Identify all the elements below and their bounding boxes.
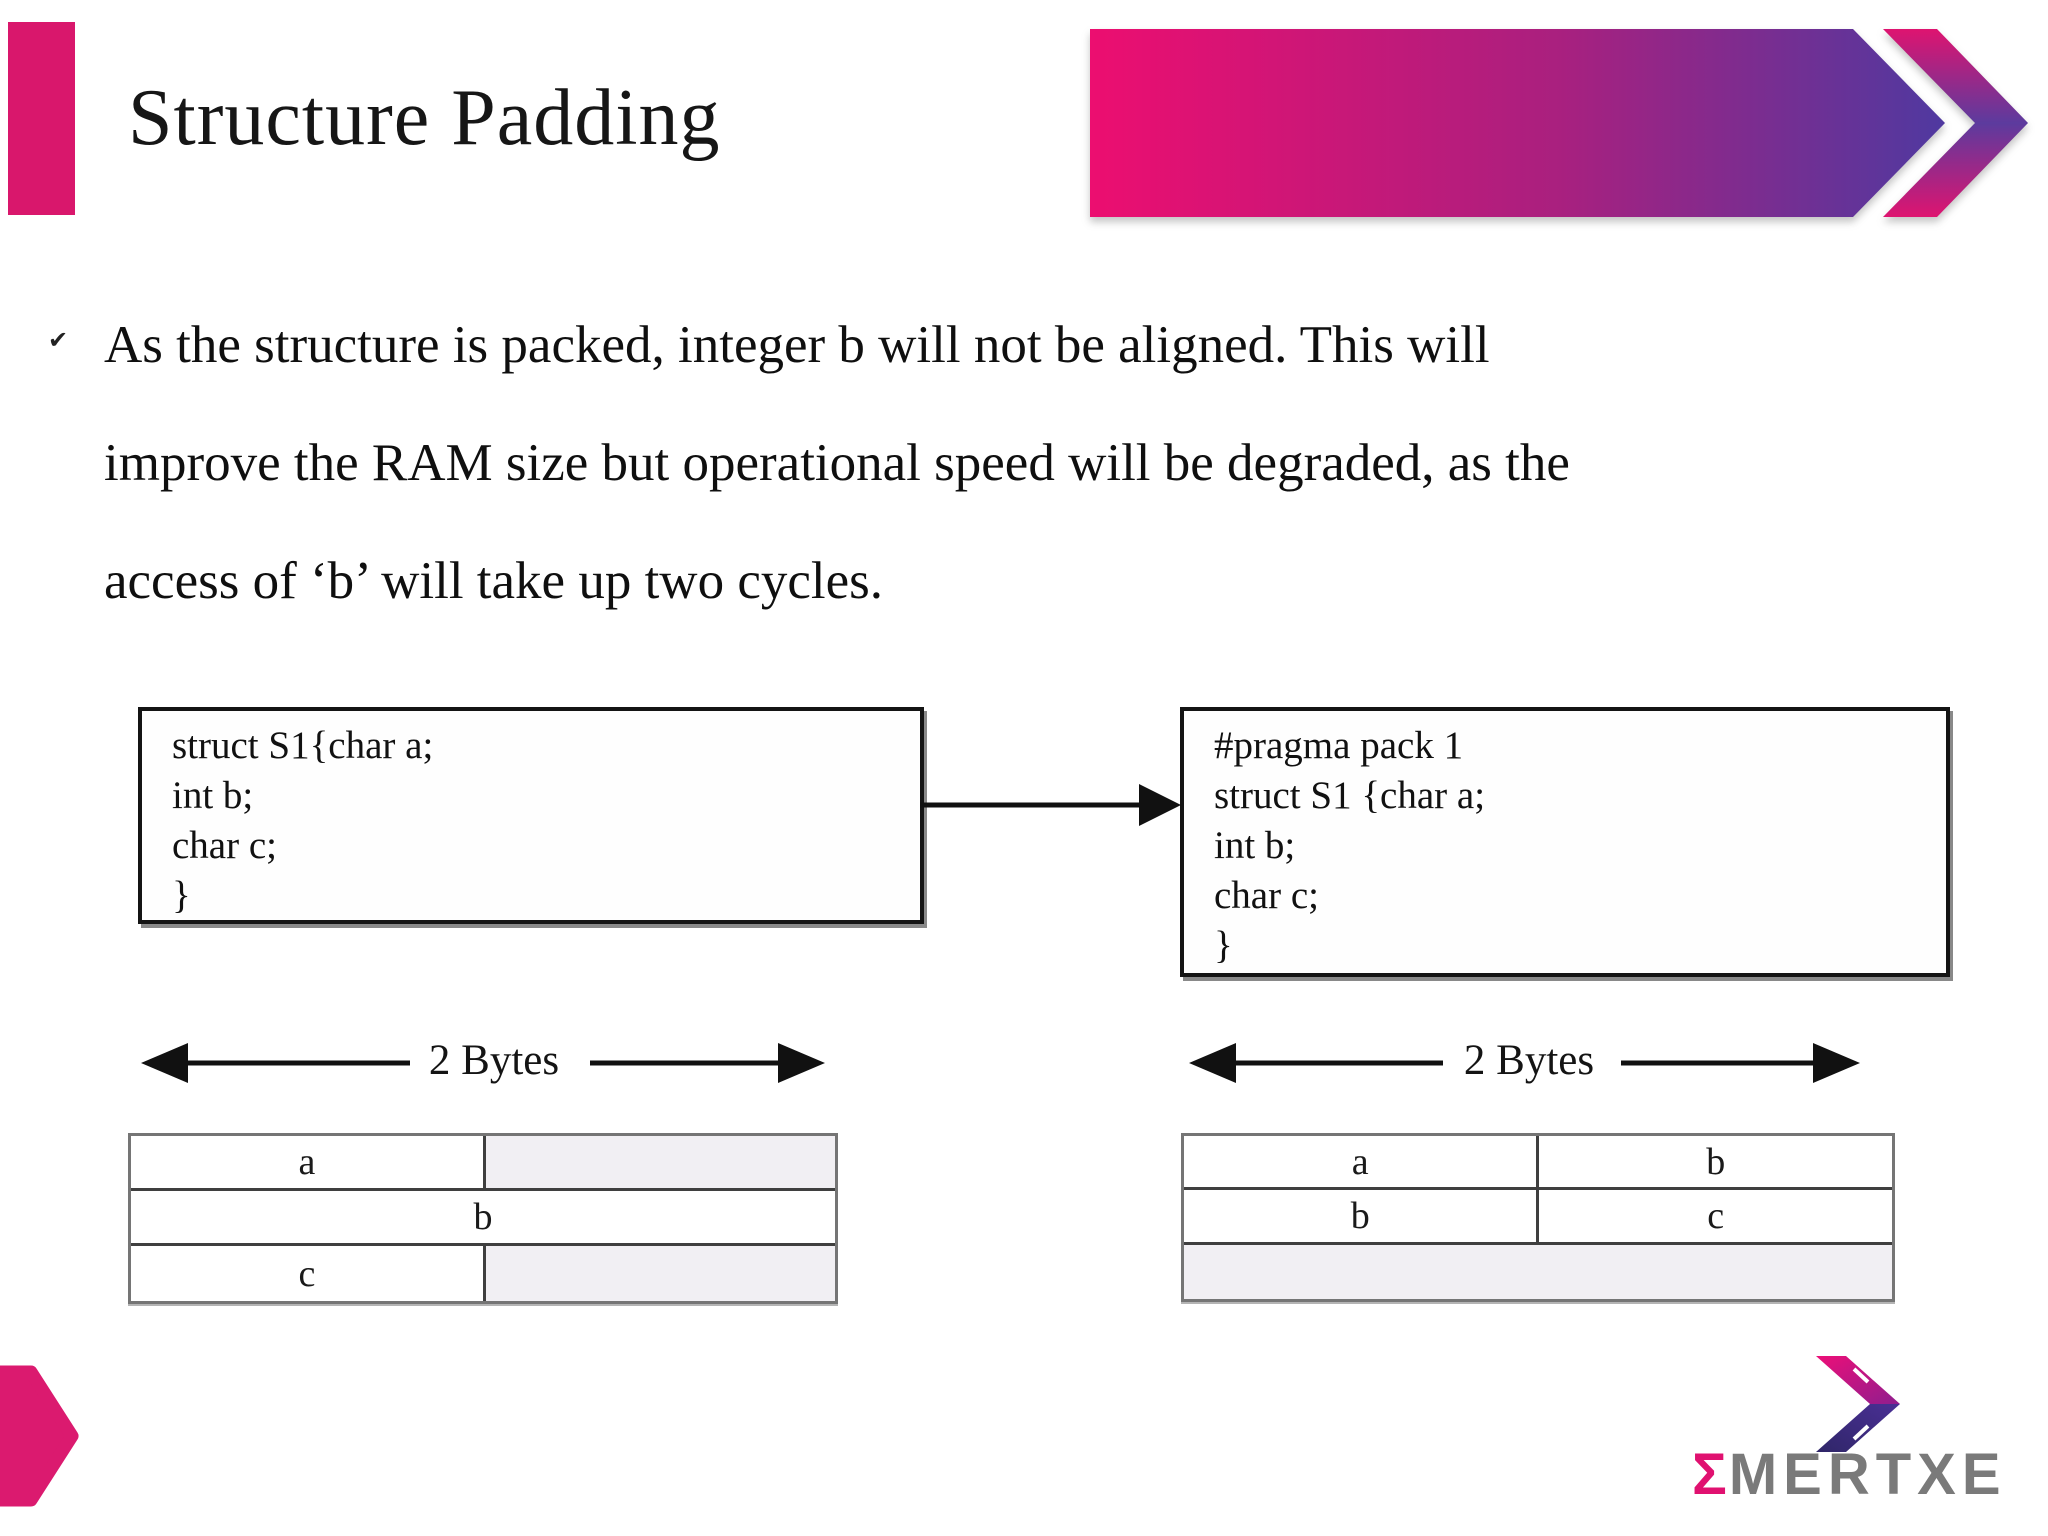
dimension-arrow-right: 2 Bytes [1189,1037,1860,1084]
corner-accent-square [8,22,75,215]
code-line: int b; [1214,824,1296,867]
logo-wordmark: ΣMERTXE [1692,1444,2007,1506]
banner-arrow-shape [1090,29,1945,217]
bullet-line-3: access of ‘b’ will take up two cycles. [104,552,884,610]
mem-cell-b: b [1539,1136,1892,1191]
size-label-left: 2 Bytes [429,1037,559,1084]
banner-chevron-icon [1883,29,2028,217]
mem-cell-c: c [1539,1190,1892,1245]
checkmark-bullet-icon: ✔ [48,326,69,354]
arrowhead-right-icon [1813,1043,1860,1083]
mem-cell-c: c [131,1246,486,1301]
code-line: #pragma pack 1 [1214,724,1464,767]
page-title: Structure Padding [128,74,721,162]
memory-table-packed: a b b c [1181,1133,1895,1302]
connector-arrow [920,784,1181,826]
logo-sigma-glyph: Σ [1692,1442,1727,1507]
code-line: } [1214,924,1233,967]
code-line: } [172,874,191,917]
bullet-paragraph: As the structure is packed, integer b wi… [104,286,1864,640]
arrowhead-left-icon [141,1043,188,1083]
dimension-arrow-left: 2 Bytes [141,1037,825,1084]
emertxe-logo: ΣMERTXE [1690,1352,2020,1517]
code-line: char c; [1214,874,1320,917]
memory-table-padded: a b c [128,1133,838,1304]
arrowhead-left-icon [1189,1043,1236,1083]
logo-chevron-icon [1816,1356,1900,1452]
code-box-unpacked-struct: struct S1{char a; int b; char c; } [138,707,924,924]
connector-arrowhead-icon [1139,784,1181,826]
bullet-line-2: improve the RAM size but operational spe… [104,434,1570,492]
mem-cell-b2: b [1184,1190,1540,1245]
mem-cell-a: a [131,1136,486,1191]
bullet-line-1: As the structure is packed, integer b wi… [104,316,1490,374]
mem-cell-unused [1184,1244,1892,1299]
size-label-right: 2 Bytes [1464,1037,1594,1084]
code-box-packed-struct: #pragma pack 1 struct S1 {char a; int b;… [1180,707,1950,977]
code-line: struct S1{char a; [172,724,434,767]
mem-cell-b: b [131,1191,835,1246]
mem-cell-padding [485,1136,835,1191]
code-line: char c; [172,824,278,867]
mem-cell-a: a [1184,1136,1540,1191]
footer-accent-pentagon [0,1365,79,1507]
code-line: int b; [172,774,254,817]
logo-name-text: MERTXE [1728,1442,2007,1507]
header-banner-arrow-graphic [1090,29,2028,217]
pentagon-shape [0,1365,79,1507]
arrowhead-right-icon [778,1043,825,1083]
mem-cell-padding [485,1246,835,1301]
code-line: struct S1 {char a; [1214,774,1486,817]
